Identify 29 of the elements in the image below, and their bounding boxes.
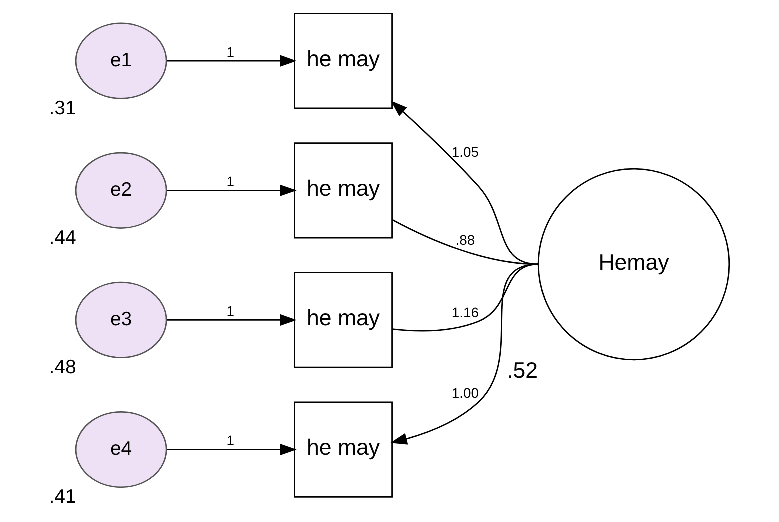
node-ellipse: e1 [75,22,168,100]
node-label: .44 [49,226,76,249]
node-label: .41 [49,486,76,508]
edge-label: 1 [226,44,235,60]
node-label: .48 [49,356,76,378]
node-box: he may [294,272,393,368]
edge-label: 1.00 [452,385,479,402]
node-circle: Hemay [538,168,730,361]
node-ellipse: e3 [75,282,168,359]
arrow [390,264,539,445]
edge-label: 1.05 [452,144,479,160]
arrow [167,55,297,67]
node-box: he may [294,402,393,498]
node-label: .52 [507,358,538,383]
arrow [390,100,539,266]
connector [392,219,539,266]
edge-label: 1.16 [452,304,479,320]
node-box: he may [294,142,393,239]
node-label: .31 [49,97,76,120]
edge-label: 1 [226,303,235,320]
arrow [167,314,297,326]
edge-label: .88 [456,232,476,248]
node-ellipse: e2 [75,152,168,229]
node-box: he may [294,13,393,110]
edge-label: 1 [226,173,235,190]
arrow [167,184,297,196]
node-ellipse: e4 [75,411,168,488]
arrow [167,444,297,456]
edge-label: 1 [226,432,235,449]
